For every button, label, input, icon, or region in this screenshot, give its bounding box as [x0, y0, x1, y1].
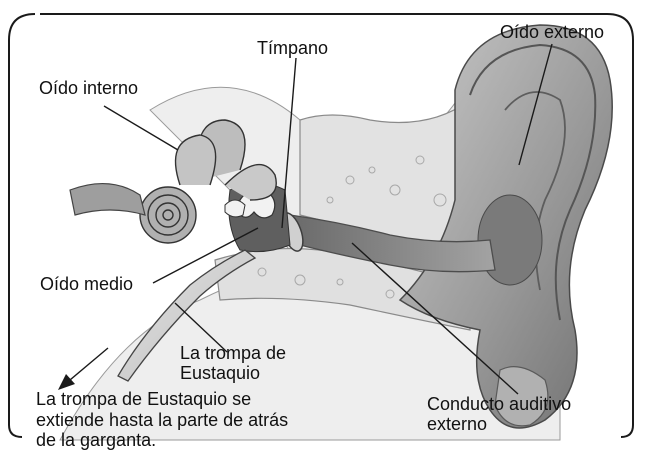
label-oido-interno: Oído interno: [39, 78, 138, 98]
label-conducto-line2: externo: [427, 414, 487, 434]
label-trompa-line1: La trompa de: [180, 343, 286, 363]
label-timpano: Tímpano: [257, 38, 328, 58]
label-oido-medio: Oído medio: [40, 274, 133, 294]
label-nota-line1: La trompa de Eustaquio se: [36, 389, 251, 409]
label-conducto-line1: Conducto auditivo: [427, 394, 571, 414]
label-trompa-line2: Eustaquio: [180, 363, 260, 383]
arrow-head-icon: [58, 374, 75, 390]
ossicle-stirrup: [225, 200, 245, 217]
label-nota-line3: de la garganta.: [36, 430, 156, 450]
label-oido-externo: Oído externo: [500, 22, 604, 42]
label-nota-line2: extiende hasta la parte de atrás: [36, 410, 288, 430]
auditory-nerve: [70, 184, 145, 215]
